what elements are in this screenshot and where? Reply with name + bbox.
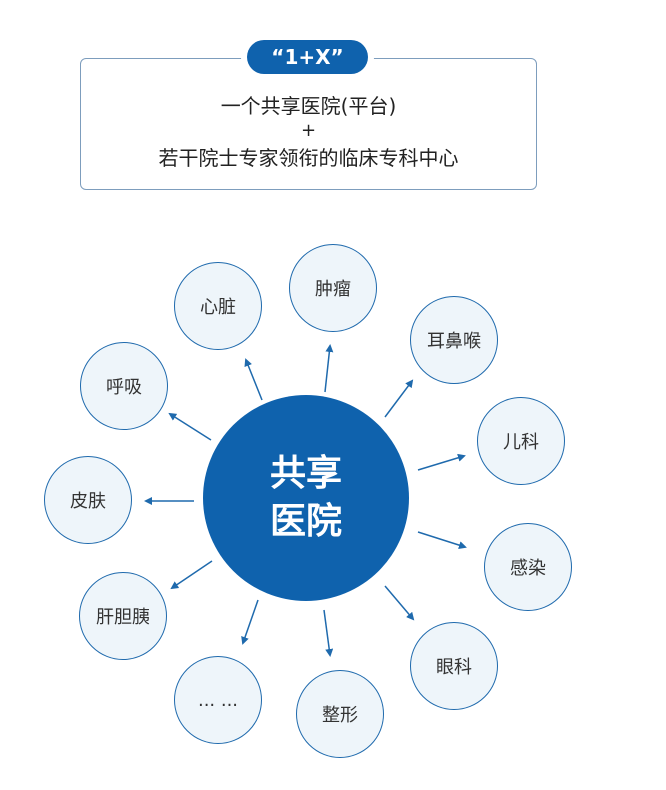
node-plastic: 整形 (296, 670, 384, 758)
info-box (80, 58, 537, 190)
node-skin: 皮肤 (44, 456, 132, 544)
node-ophthalmology: 眼科 (410, 622, 498, 710)
node-pediatrics: 儿科 (477, 397, 565, 485)
arrow-to-heart (244, 358, 263, 401)
node-heart: 心脏 (174, 262, 262, 350)
box-line-plus: + (300, 120, 317, 141)
arrow-group (144, 344, 467, 657)
badge-1-plus-x: “1+X” (247, 40, 368, 74)
arrow-to-infection (417, 531, 467, 549)
arrow-to-more (241, 599, 259, 645)
node-more: ... ... (174, 656, 262, 744)
arrow-to-ent (384, 379, 414, 418)
arrow-to-respiratory (168, 412, 212, 441)
node-infection: 感染 (484, 523, 572, 611)
node-ent: 耳鼻喉 (410, 296, 498, 384)
arrow-to-ophthalmology (384, 585, 415, 621)
arrow-to-pediatrics (417, 453, 466, 471)
node-respiratory: 呼吸 (80, 342, 168, 430)
arrow-to-hepatobiliary (170, 560, 213, 590)
node-tumor: 肿瘤 (289, 244, 377, 332)
hub-line-1: 共享 (269, 453, 342, 494)
box-line-centers: 若干院士专家领衔的临床专科中心 (158, 146, 459, 170)
hub-shared-hospital: 共享 医院 (203, 395, 409, 601)
arrow-to-tumor (324, 344, 334, 393)
hub-line-2: 医院 (269, 501, 342, 542)
box-line-platform: 一个共享医院(平台) (220, 94, 397, 118)
node-hepatobiliary: 肝胆胰 (79, 572, 167, 660)
arrow-to-plastic (323, 609, 334, 657)
